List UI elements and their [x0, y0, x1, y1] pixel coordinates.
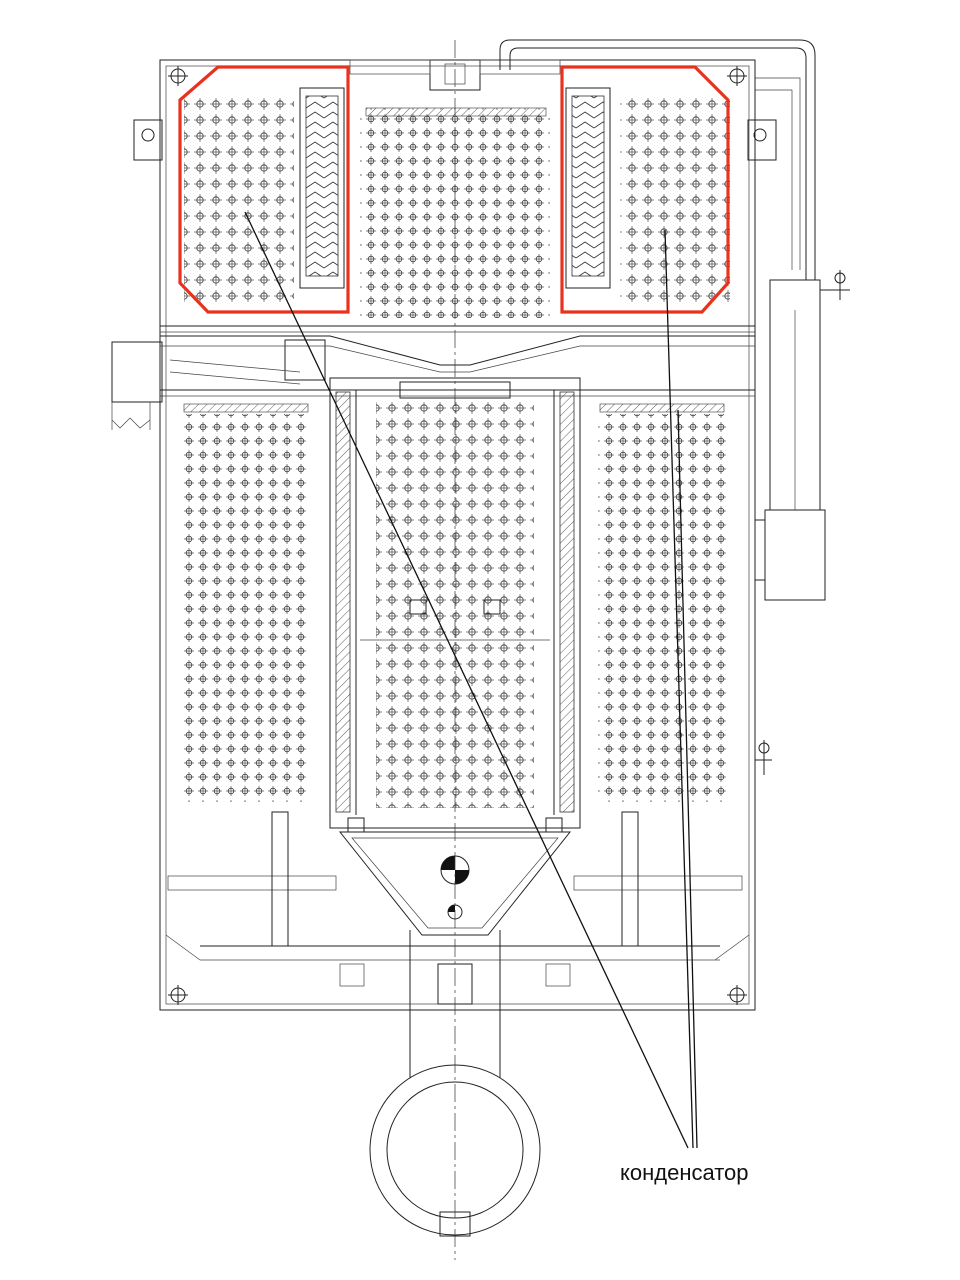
callout-label: конденсатор — [620, 1160, 749, 1185]
upper-right-tube-bundle — [620, 96, 730, 306]
lower-left-tube-bundle — [182, 403, 310, 802]
middle-funnel — [160, 335, 755, 385]
side-piping — [499, 39, 850, 775]
lower-right-tube-bundle — [598, 403, 726, 802]
highlighted-condenser-section-right — [560, 65, 730, 314]
highlighted-condenser-section-left — [178, 65, 350, 314]
top-bracket — [349, 59, 561, 91]
bottom-hopper — [338, 831, 572, 936]
upper-left-separator — [299, 87, 345, 289]
upper-right-separator — [565, 87, 611, 289]
upper-left-tube-bundle — [184, 96, 294, 306]
corner-bolts — [133, 66, 777, 1005]
bottom-frame — [165, 811, 750, 1005]
callout-leader-lines — [244, 211, 698, 1149]
